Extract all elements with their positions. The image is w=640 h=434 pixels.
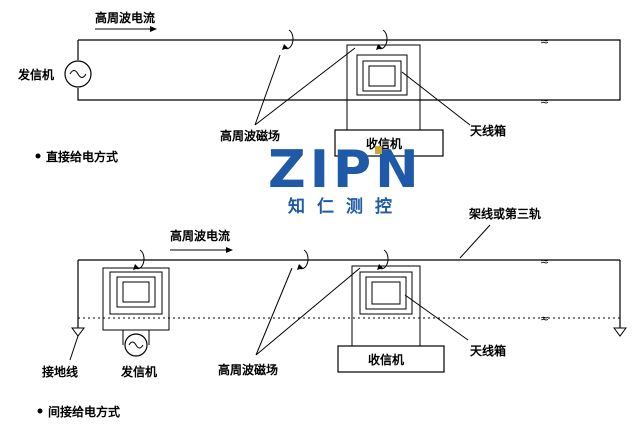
direct-antenna-inner bbox=[362, 60, 402, 92]
direct-antenna-leader bbox=[401, 71, 471, 126]
indirect-antenna-label: 天线箱 bbox=[470, 343, 506, 358]
logo-watermark: ZIPN 知仁测控 bbox=[268, 140, 423, 217]
indirect-antenna-housing bbox=[351, 265, 421, 347]
direct-field-label: 高周波磁场 bbox=[220, 128, 280, 143]
indirect-field-swirl-arrowhead-tx bbox=[133, 264, 139, 270]
indirect-antenna-outer bbox=[359, 271, 413, 315]
indirect-field-label: 高周波磁场 bbox=[218, 362, 278, 377]
indirect-ground-icon-right bbox=[613, 327, 627, 337]
indirect-field-swirl-arrowhead bbox=[297, 264, 303, 270]
logo-subtext: 知仁测控 bbox=[287, 196, 404, 217]
direct-transmitter-label: 发信机 bbox=[17, 67, 54, 82]
indirect-rail-label: 架线或第三轨 bbox=[468, 206, 541, 221]
direct-receiver-box bbox=[334, 129, 444, 157]
direct-upper-wire bbox=[77, 39, 621, 101]
direct-field-swirl-arrowhead bbox=[282, 44, 288, 50]
indirect-feed-diagram: ≈ ≈ 高周波电流 架线或第三轨 发信机 收信机 bbox=[37, 206, 627, 419]
direct-upper-break-mark: ≈ bbox=[540, 35, 549, 48]
indirect-transmitter-coil-inner bbox=[116, 276, 156, 308]
direct-antenna-housing bbox=[346, 44, 421, 131]
direct-antenna-label: 天线箱 bbox=[470, 123, 506, 138]
indirect-sine-icon bbox=[128, 341, 144, 349]
indirect-field-swirl-icon-rx bbox=[378, 249, 389, 270]
indirect-antenna-core bbox=[371, 281, 401, 305]
direct-field-swirl-icon-2 bbox=[377, 29, 388, 50]
indirect-bullet-icon bbox=[37, 408, 43, 414]
indirect-method-label: 间接给电方式 bbox=[48, 404, 120, 419]
indirect-transmitter-label: 发信机 bbox=[120, 364, 157, 379]
indirect-lower-break-mark: ≈ bbox=[540, 312, 549, 325]
indirect-antenna-leader bbox=[404, 294, 469, 341]
direct-sine-icon bbox=[69, 70, 87, 78]
direct-field-leader bbox=[254, 47, 356, 126]
indirect-upper-break-mark: ≈ bbox=[540, 255, 549, 268]
indirect-transmitter-leads bbox=[122, 330, 150, 345]
indirect-field-swirl-icon-tx bbox=[134, 249, 145, 270]
indirect-ground-leader bbox=[69, 335, 79, 361]
indirect-current-label: 高周波电流 bbox=[170, 228, 230, 243]
direct-feed-diagram: ≈ ≈ 高周波电流 发信机 收信机 高周波磁场 天线箱 直接给电方式 bbox=[17, 10, 621, 164]
indirect-transmitter-coil-core bbox=[122, 281, 150, 303]
indirect-field-swirl-icon bbox=[298, 249, 309, 270]
indirect-field-leader bbox=[255, 267, 361, 356]
logo-accent-mark bbox=[375, 146, 382, 154]
direct-method-label: 直接给电方式 bbox=[46, 149, 118, 164]
indirect-transmitter-coil-outer bbox=[109, 271, 163, 315]
indirect-antenna-inner bbox=[365, 276, 407, 310]
direct-bullet-icon bbox=[35, 153, 41, 159]
logo-text: ZIPN bbox=[268, 140, 423, 200]
direct-current-label: 高周波电流 bbox=[95, 10, 155, 25]
direct-current-arrowhead bbox=[150, 26, 157, 32]
direct-antenna-outer bbox=[356, 54, 408, 96]
direct-field-swirl-icon bbox=[283, 29, 294, 50]
direct-ac-source-icon bbox=[64, 60, 92, 88]
indirect-ground-icon-left bbox=[71, 327, 85, 337]
direct-antenna-core bbox=[368, 65, 396, 87]
direct-lower-break-mark: ≈ bbox=[540, 95, 549, 108]
indirect-current-arrowhead bbox=[226, 247, 233, 253]
indirect-receiver-label: 收信机 bbox=[368, 352, 404, 367]
indirect-receiver-box bbox=[337, 345, 445, 373]
indirect-rail-leader bbox=[459, 224, 491, 259]
indirect-ac-source-icon bbox=[124, 333, 148, 357]
indirect-ground-label: 接地线 bbox=[42, 364, 78, 379]
